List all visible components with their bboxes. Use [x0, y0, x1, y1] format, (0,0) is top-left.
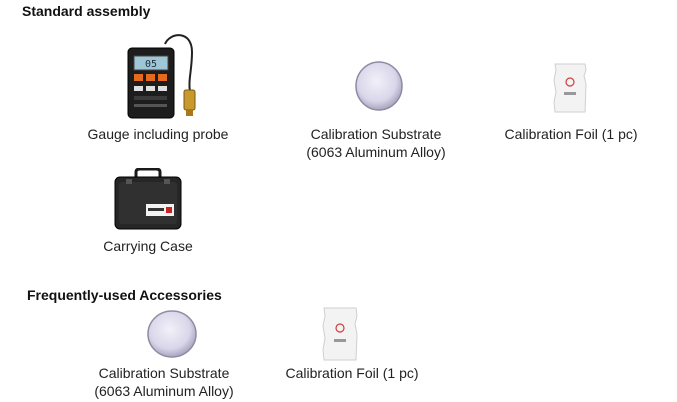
- carrying-case-icon: [114, 168, 182, 230]
- caption-foil-accessory: Calibration Foil (1 pc): [285, 365, 419, 381]
- calibration-substrate-icon: [147, 310, 197, 358]
- section-heading-frequently-used-accessories: Frequently-used Accessories: [27, 287, 222, 303]
- caption-gauge: Gauge including probe: [87, 126, 229, 142]
- section-heading-standard-assembly: Standard assembly: [22, 3, 151, 19]
- calibration-substrate-icon: [355, 61, 403, 111]
- gauge-icon: 05: [127, 34, 196, 119]
- caption-substrate-accessory-line1: Calibration Substrate: [98, 365, 230, 381]
- gauge-screen-reading: 05: [145, 59, 157, 70]
- calibration-foil-icon: [553, 63, 587, 113]
- caption-foil: Calibration Foil (1 pc): [504, 126, 638, 142]
- caption-substrate-accessory-line2: (6063 Aluminum Alloy): [94, 383, 234, 399]
- caption-substrate-line1: Calibration Substrate: [310, 126, 442, 142]
- caption-substrate-line2: (6063 Aluminum Alloy): [306, 144, 446, 160]
- caption-case: Carrying Case: [103, 238, 193, 254]
- calibration-foil-icon: [322, 307, 358, 361]
